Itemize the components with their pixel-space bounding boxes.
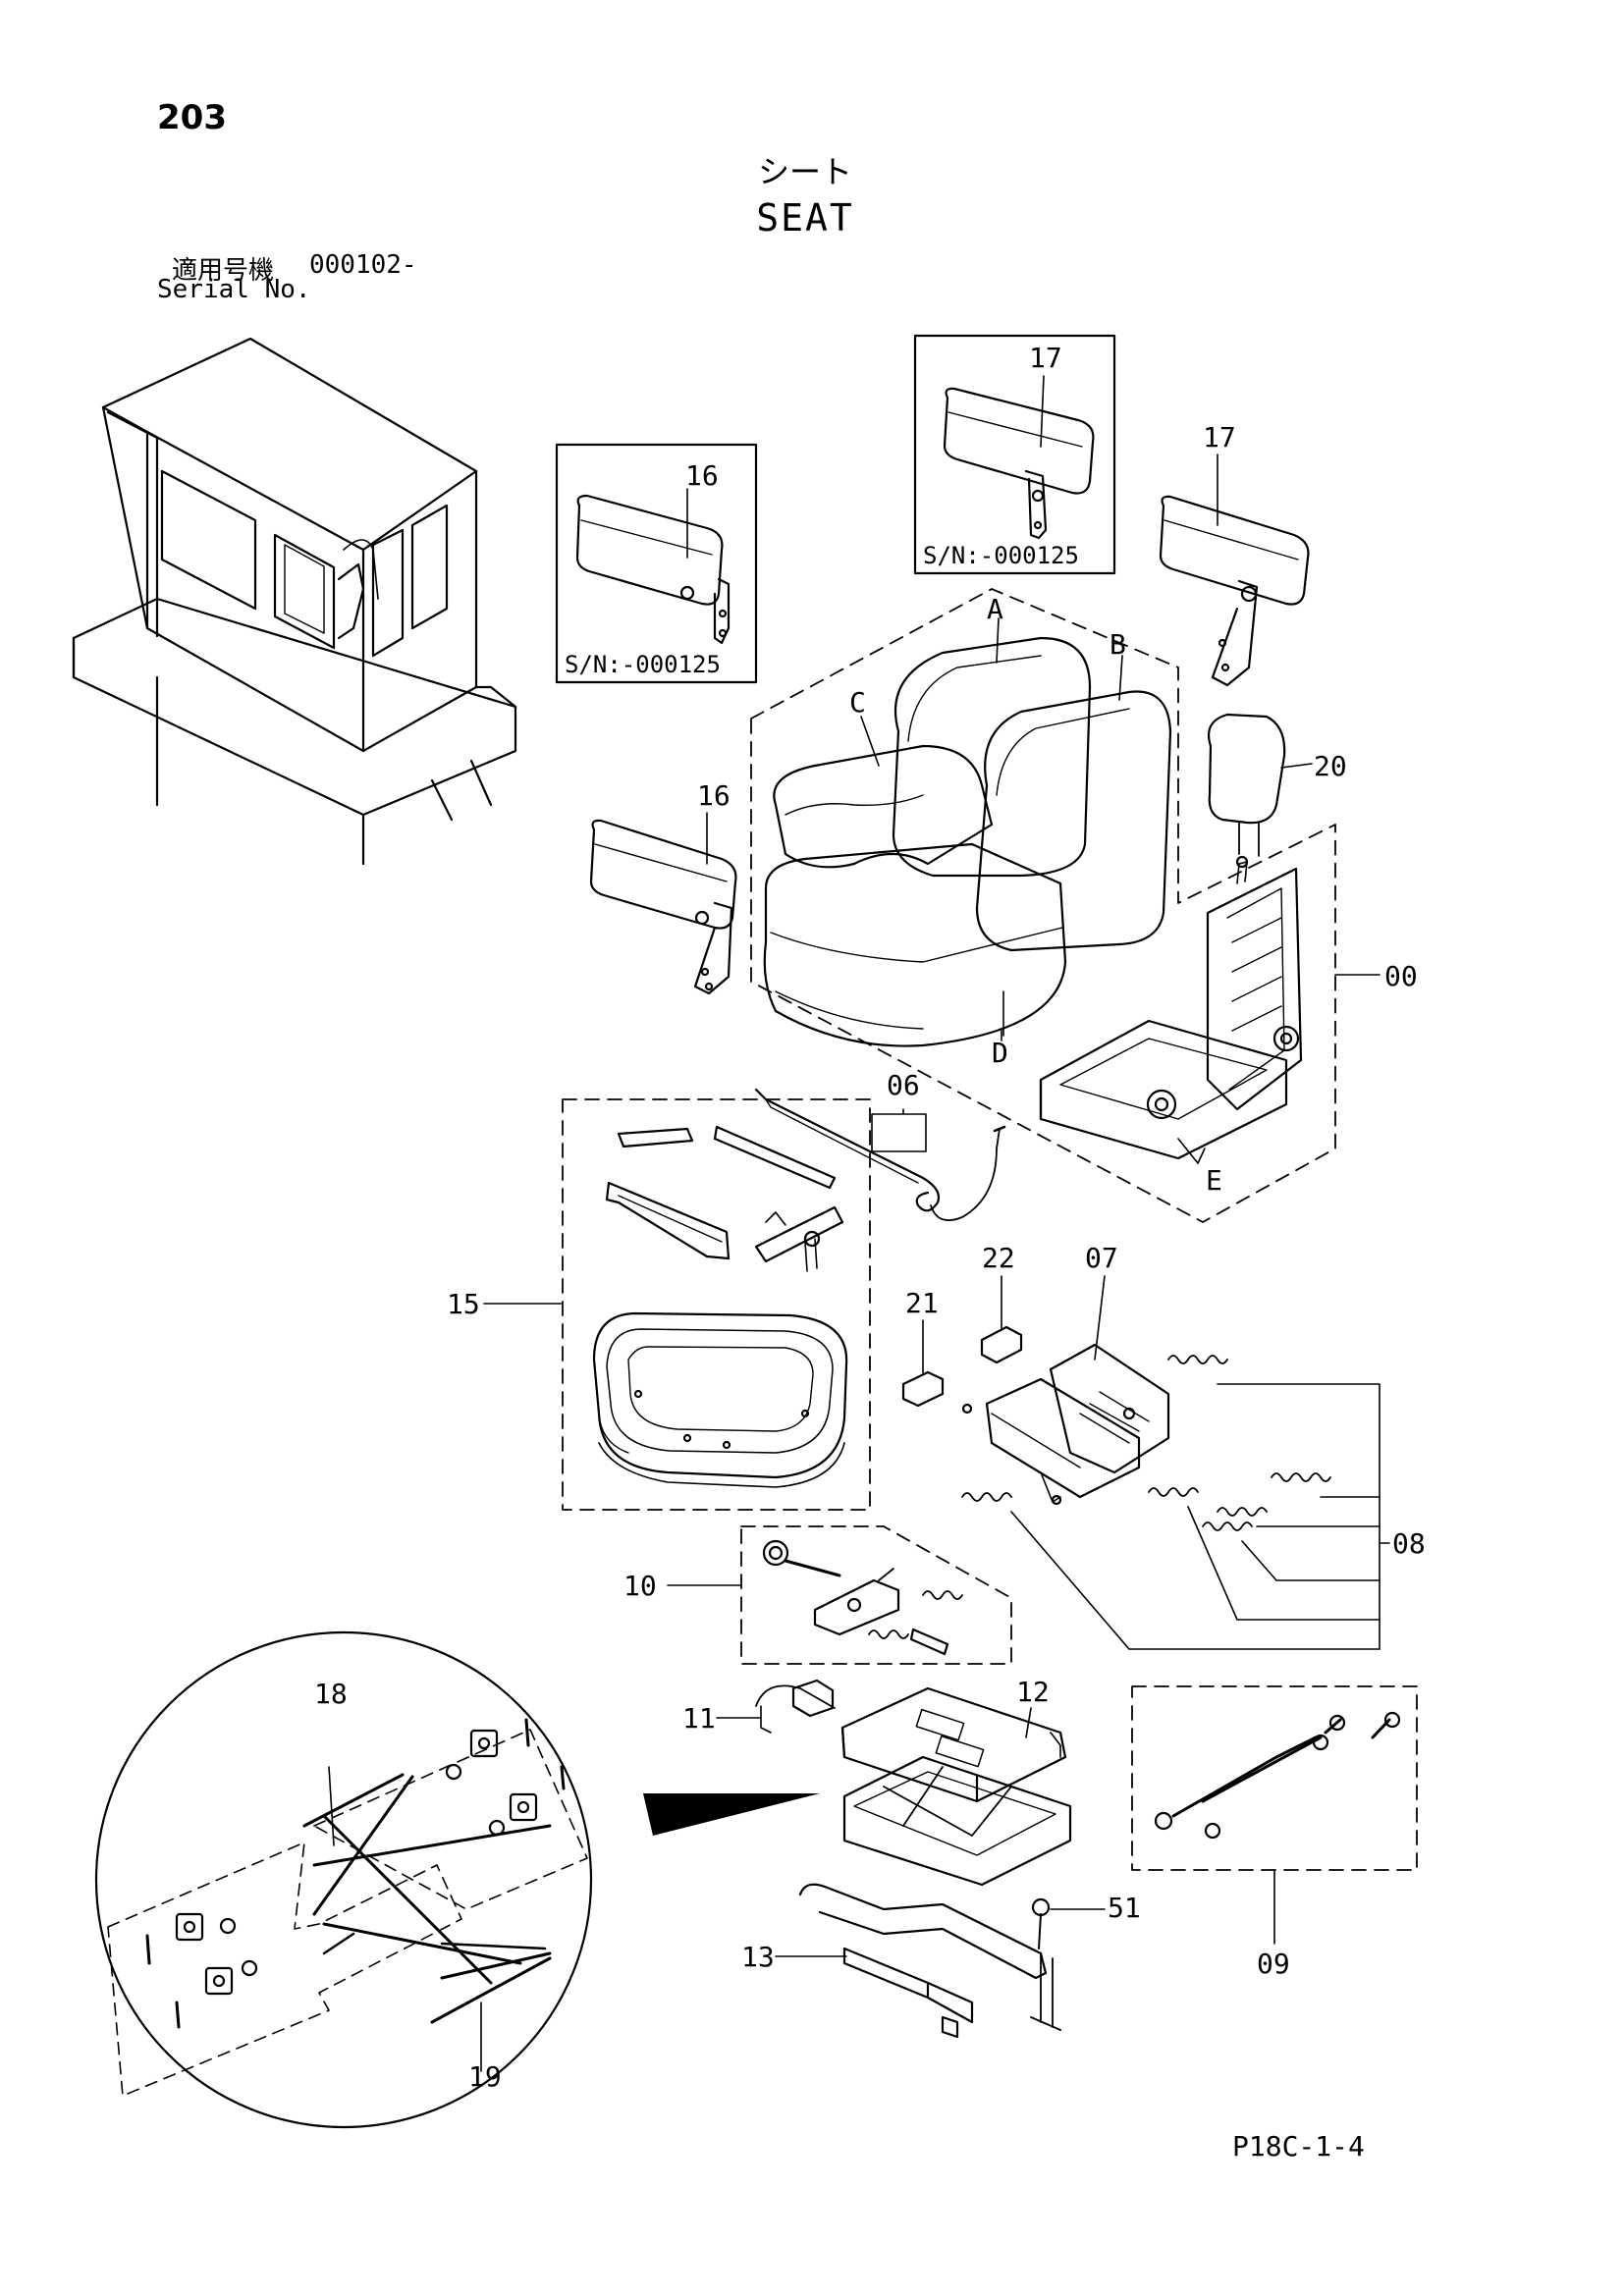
callout-13: 13 [741, 1941, 775, 1973]
armrest-16-left [589, 812, 737, 995]
label-A: A [987, 593, 1003, 625]
group-15-rails-bellows [483, 1098, 871, 1511]
cab-overview-drawing [72, 337, 517, 866]
inset-16-serial: S/N:-000125 [565, 651, 721, 678]
callout-00: 00 [1384, 960, 1418, 992]
callout-11: 11 [682, 1702, 716, 1735]
label-E: E [1206, 1164, 1222, 1197]
serial-label-english: Serial No. [157, 275, 311, 304]
group-10-adjuster [667, 1525, 1012, 1665]
callout-17-inset: 17 [1029, 342, 1062, 374]
callout-19: 19 [468, 2060, 502, 2093]
callout-15: 15 [447, 1288, 480, 1320]
callout-12: 12 [1016, 1676, 1050, 1708]
label-B: B [1110, 628, 1126, 661]
callout-18: 18 [314, 1678, 348, 1710]
callout-07: 07 [1085, 1242, 1118, 1274]
callout-08: 08 [1392, 1527, 1426, 1560]
callout-09: 09 [1257, 1948, 1290, 1980]
callout-51: 51 [1108, 1892, 1141, 1924]
label-C: C [849, 686, 866, 719]
footer-code: P18C-1-4 [1232, 2130, 1365, 2163]
inset-17-serial: S/N:-000125 [923, 542, 1079, 569]
callout-17: 17 [1203, 421, 1236, 454]
callout-10: 10 [623, 1570, 657, 1602]
scissor-base-12 [716, 1679, 1072, 1887]
cable-06 [754, 1088, 1006, 1221]
group-09-shock [1131, 1685, 1418, 1945]
callout-06: 06 [887, 1069, 920, 1101]
serial-label-japanese: 適用号機 [172, 256, 275, 286]
callout-labels: 16 17 17 16 20 00 06 15 22 07 21 08 10 1… [314, 342, 1426, 2093]
callout-21: 21 [905, 1287, 939, 1319]
title-japanese: シート [757, 153, 852, 190]
inset-armrest-16 [555, 443, 758, 684]
magnified-detail-18-19 [94, 1630, 820, 2129]
callout-16: 16 [697, 779, 731, 812]
label-D: D [992, 1037, 1008, 1069]
seat-assembly-group [750, 588, 1380, 1223]
callout-20: 20 [1314, 750, 1347, 782]
armrest-17-right [1159, 454, 1310, 687]
suspension-parts [901, 1275, 1390, 1650]
callout-16-inset: 16 [685, 459, 719, 492]
handle-13 [775, 1883, 1106, 2039]
callout-22: 22 [982, 1242, 1015, 1274]
inset-armrest-17 [913, 334, 1116, 575]
page-number: 203 [157, 98, 227, 137]
serial-value: 000102- [309, 250, 417, 280]
title-english: SEAT [756, 196, 854, 240]
